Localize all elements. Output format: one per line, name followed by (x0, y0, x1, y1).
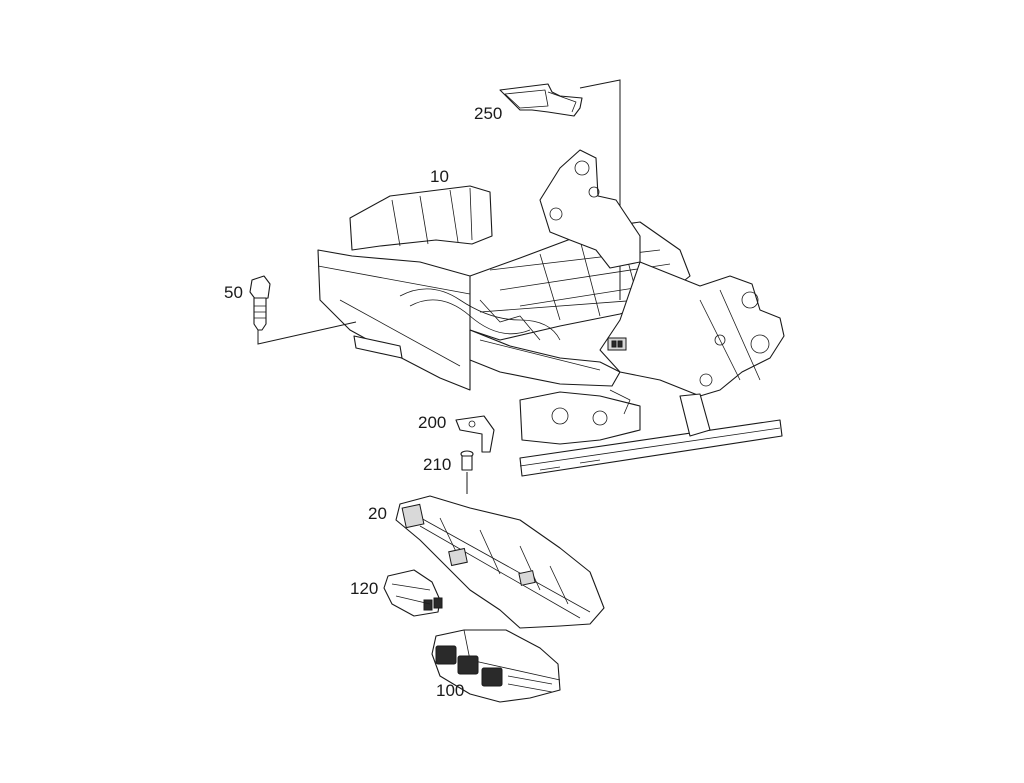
part-label-50: 50 (224, 283, 243, 302)
part-10-seat-frame (317, 149, 785, 477)
part-label-210: 210 (423, 455, 452, 474)
part-20-carrier (395, 495, 605, 629)
part-label-10: 10 (430, 167, 449, 186)
part-120-module (383, 569, 443, 617)
part-label-200: 200 (418, 413, 447, 432)
part-210-pin (460, 450, 474, 494)
part-label-100: 100 (436, 681, 465, 700)
part-100-control-unit (431, 629, 561, 703)
part-label-250: 250 (474, 104, 503, 123)
part-label-20: 20 (368, 504, 387, 523)
part-200-bracket (455, 415, 495, 453)
part-50-bolt (249, 275, 357, 345)
part-label-120: 120 (350, 579, 379, 598)
